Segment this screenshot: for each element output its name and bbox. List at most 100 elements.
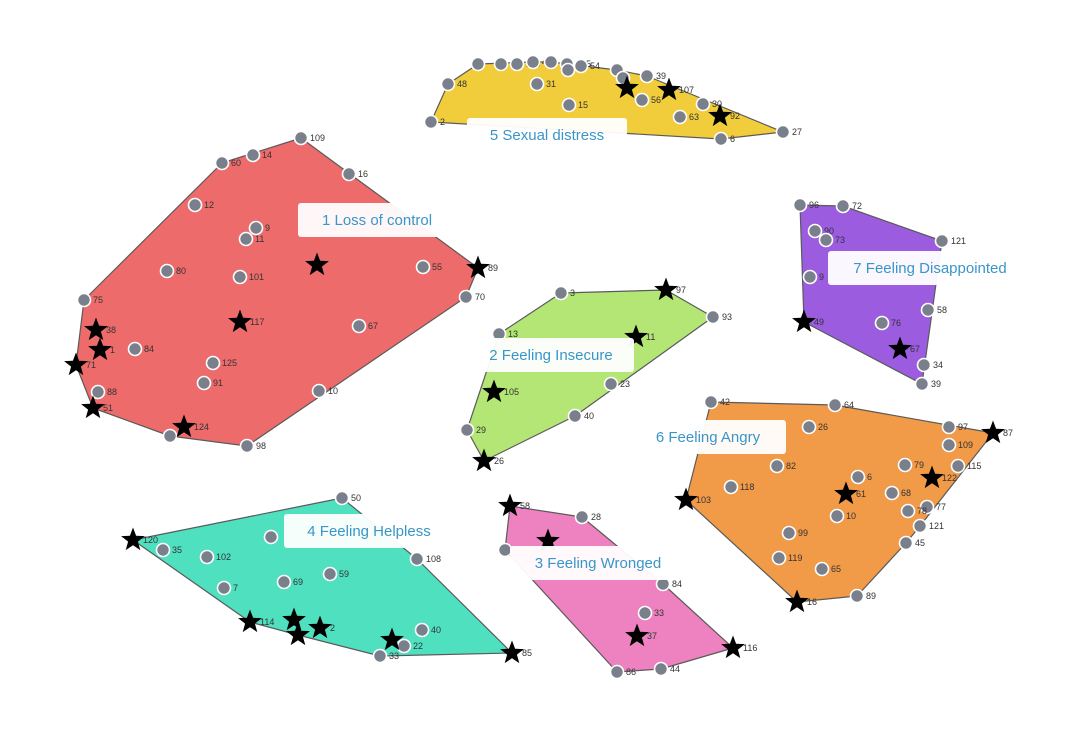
- star-icon: [282, 607, 306, 631]
- point-number-label: 28: [591, 512, 601, 522]
- point-number-label: 67: [368, 321, 378, 331]
- star-point: 71: [64, 352, 96, 376]
- point-marker: [423, 114, 439, 130]
- star-point: 37: [625, 623, 657, 647]
- point-number-label: 65: [831, 564, 841, 574]
- data-point: 121: [934, 233, 966, 249]
- point-marker: [470, 56, 486, 72]
- cluster-label-box: [467, 118, 627, 152]
- point-number-label: 39: [931, 379, 941, 389]
- star-point: [282, 607, 306, 631]
- point-number-label: 13: [508, 329, 518, 339]
- data-point: 70: [458, 289, 485, 305]
- star-icon: [64, 352, 88, 376]
- cluster-label-box: [510, 546, 686, 580]
- star-icon: [615, 75, 639, 99]
- data-point: 63: [672, 109, 699, 125]
- point-number-label: 30: [712, 99, 722, 109]
- point-number-label: 97: [958, 422, 968, 432]
- star-number-label: 105: [504, 387, 519, 397]
- point-marker: [919, 499, 935, 515]
- point-marker: [934, 233, 950, 249]
- point-marker: [781, 525, 797, 541]
- point-marker: [950, 458, 966, 474]
- cluster-label-text: 6 Feeling Angry: [656, 429, 761, 446]
- point-number-label: 54: [590, 61, 600, 71]
- point-marker: [801, 419, 817, 435]
- data-point: 29: [459, 422, 486, 438]
- point-number-label: 125: [222, 358, 237, 368]
- data-point: 91: [196, 375, 223, 391]
- point-number-label: 119: [788, 553, 802, 563]
- point-marker: [162, 428, 178, 444]
- point-marker: [553, 285, 569, 301]
- data-point: 82: [769, 458, 796, 474]
- star-number-label: 51: [103, 403, 113, 413]
- point-number-label: 15: [578, 100, 588, 110]
- data-point: 10: [311, 383, 338, 399]
- point-number-label: 64: [844, 400, 854, 410]
- data-point: 33: [637, 605, 664, 621]
- data-point: 35: [155, 542, 182, 558]
- point-marker: [276, 574, 292, 590]
- point-number-label: 39: [656, 71, 666, 81]
- point-marker: [802, 269, 818, 285]
- point-marker: [529, 76, 545, 92]
- point-number-label: 3: [570, 288, 575, 298]
- star-icon: [657, 77, 681, 101]
- data-point: 11: [238, 231, 264, 247]
- star-point: 58: [498, 493, 530, 517]
- point-number-label: 58: [937, 305, 947, 315]
- star-number-label: 122: [942, 473, 957, 483]
- point-number-label: 78: [917, 506, 927, 516]
- point-marker: [807, 223, 823, 239]
- point-marker: [898, 535, 914, 551]
- point-marker: [771, 550, 787, 566]
- point-marker: [561, 97, 577, 113]
- point-marker: [567, 408, 583, 424]
- star-icon: [482, 379, 506, 403]
- star-icon: [500, 640, 524, 664]
- point-number-label: 6: [867, 472, 872, 482]
- star-number-label: 11: [646, 332, 655, 342]
- data-point: [560, 62, 576, 78]
- data-point: 118: [723, 479, 754, 495]
- star-icon: [888, 336, 912, 360]
- point-marker: [884, 485, 900, 501]
- cluster-label-text: 3 Feeling Wronged: [535, 555, 661, 572]
- point-number-label: 75: [93, 295, 103, 305]
- point-number-label: 16: [358, 169, 368, 179]
- data-point: 56: [634, 92, 661, 108]
- point-marker: [497, 542, 513, 558]
- star-icon: [654, 277, 678, 301]
- data-point: 40: [567, 408, 594, 424]
- point-marker: [713, 131, 729, 147]
- point-number-label: 56: [651, 95, 661, 105]
- point-marker: [127, 341, 143, 357]
- star-point: 11: [624, 324, 655, 348]
- star-icon: [466, 255, 490, 279]
- point-number-label: 11: [255, 234, 264, 244]
- star-icon: [84, 317, 108, 341]
- star-icon: [308, 615, 332, 639]
- data-point: 15: [561, 97, 588, 113]
- point-number-label: 10: [846, 511, 856, 521]
- data-point: 10: [829, 508, 856, 524]
- data-point: 97: [941, 419, 968, 435]
- data-point: 121: [912, 518, 944, 534]
- cluster-label-text: 2 Feeling Insecure: [489, 347, 612, 364]
- point-marker: [322, 566, 338, 582]
- point-marker: [672, 109, 688, 125]
- data-point: 27: [775, 124, 802, 140]
- star-point: 97: [654, 277, 686, 301]
- point-marker: [238, 231, 254, 247]
- data-point: 76: [874, 315, 901, 331]
- point-marker: [334, 490, 350, 506]
- point-marker: [874, 315, 890, 331]
- point-number-label: 121: [929, 521, 944, 531]
- data-point: 26: [801, 419, 828, 435]
- star-icon: [625, 623, 649, 647]
- point-marker: [214, 155, 230, 171]
- point-marker: [769, 458, 785, 474]
- point-marker: [245, 147, 261, 163]
